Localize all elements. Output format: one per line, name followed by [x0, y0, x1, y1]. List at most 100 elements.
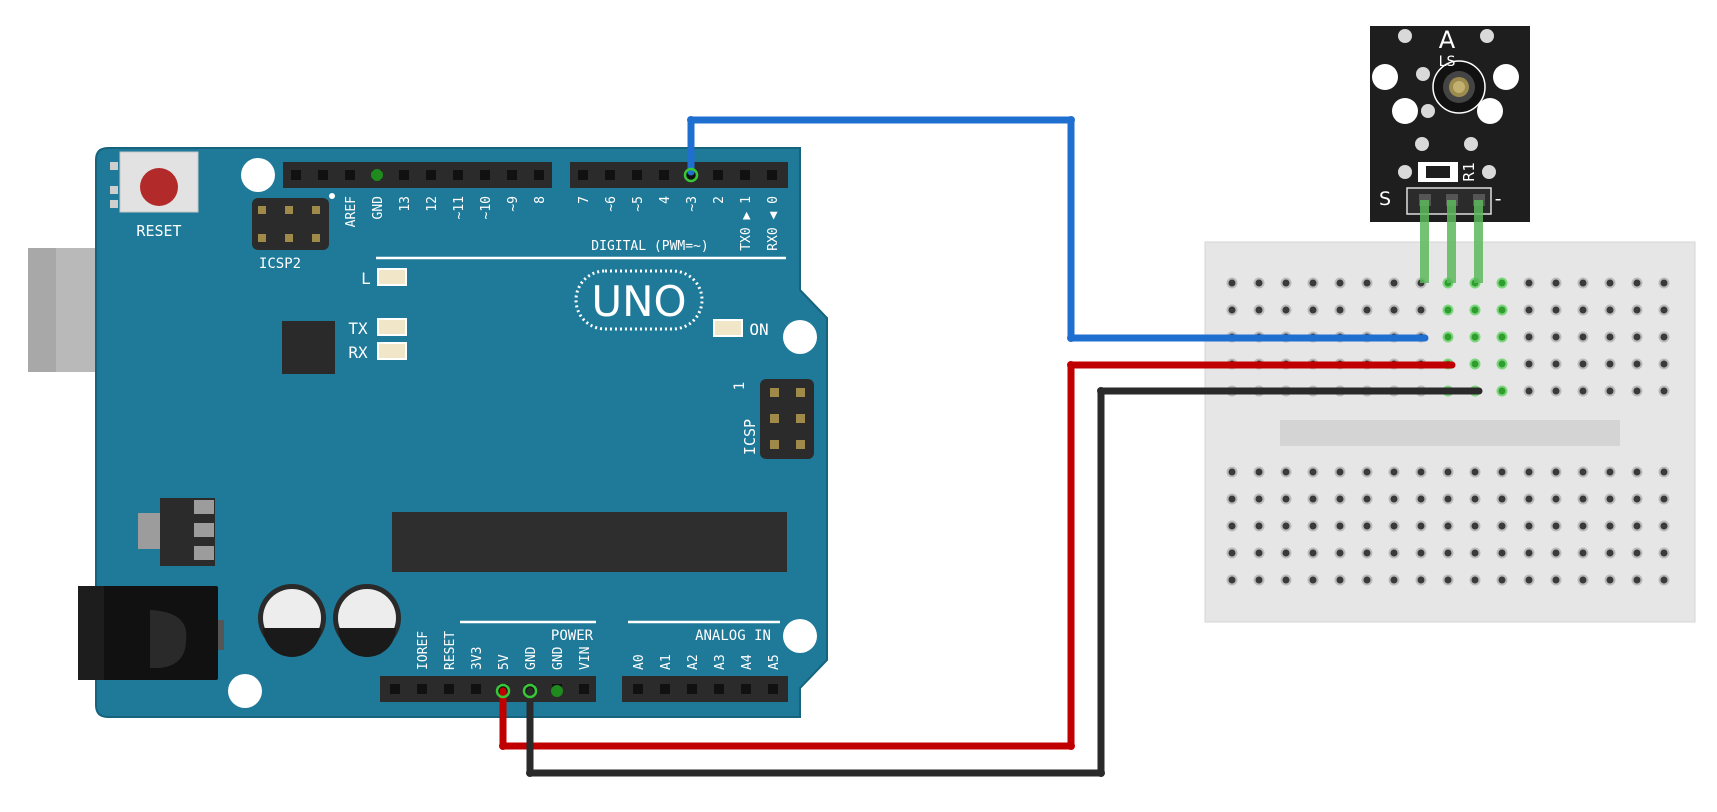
mounting-hole: [241, 158, 275, 192]
icsp-pin1-label: 1: [732, 382, 748, 390]
header-pin: [480, 170, 490, 180]
breadboard-hole: [1334, 574, 1346, 586]
header-pin: [507, 170, 517, 180]
digital-section-label: DIGITAL (PWM=~): [591, 239, 708, 254]
sensor-subtitle: LS: [1439, 54, 1456, 70]
breadboard-hole: [1658, 574, 1670, 586]
sensor-leg-signal: [1420, 200, 1429, 283]
digital-pin-label: ~5: [631, 196, 646, 212]
wire-ground[interactable]: [526, 387, 1483, 777]
breadboard-hole: [1226, 466, 1238, 478]
sensor-leg-ground: [1474, 200, 1483, 283]
mounting-hole: [783, 320, 817, 354]
resistor-label: R1: [1460, 162, 1478, 182]
led-tx-label: TX: [348, 319, 368, 338]
power-pin-label: IOREF: [416, 631, 431, 670]
breadboard-hole: [1658, 493, 1670, 505]
pin-gnd-connection: [522, 683, 538, 699]
breadboard-hole: [1334, 493, 1346, 505]
breadboard-hole: [1631, 304, 1643, 316]
ground-pin-label: -: [1495, 188, 1502, 210]
breadboard-hole: [1658, 385, 1670, 397]
power-pin-label: VIN: [578, 647, 593, 670]
digital-pin-label: ~10: [479, 196, 494, 219]
breadboard-hole: [1523, 520, 1535, 532]
analog-section-label: ANALOG IN: [695, 628, 771, 644]
breadboard-hole: [1361, 466, 1373, 478]
breadboard-hole: [1415, 466, 1427, 478]
header-pin: [578, 170, 588, 180]
breadboard-hole: [1226, 547, 1238, 559]
analog-pin-label: A1: [659, 654, 674, 670]
breadboard-hole: [1496, 520, 1508, 532]
breadboard-hole: [1631, 466, 1643, 478]
breadboard-hole: [1658, 520, 1670, 532]
microcontroller-chip: [392, 512, 787, 572]
breadboard-hole: [1253, 304, 1265, 316]
breadboard-hole: [1631, 331, 1643, 343]
header-pin: [426, 170, 436, 180]
breadboard-hole: [1307, 520, 1319, 532]
breadboard-hole: [1550, 358, 1562, 370]
breadboard-hole: [1334, 547, 1346, 559]
breadboard-hole: [1496, 574, 1508, 586]
digital-pin-label: 13: [398, 196, 413, 212]
breadboard-hole: [1604, 493, 1616, 505]
breadboard-hole: [1631, 520, 1643, 532]
breadboard-hole: [1577, 547, 1589, 559]
breadboard-hole: [1631, 574, 1643, 586]
breadboard-hole: [1604, 520, 1616, 532]
power-pin-label: RESET: [443, 631, 458, 670]
breadboard-hole: [1577, 520, 1589, 532]
sensor-module: A LS R1 S -: [1370, 26, 1530, 283]
breadboard-hole: [1253, 466, 1265, 478]
mounting-hole: [228, 674, 262, 708]
led-l: [377, 268, 407, 286]
breadboard-hole: [1604, 331, 1616, 343]
breadboard-hole: [1577, 574, 1589, 586]
analog-pin-label: A3: [713, 654, 728, 670]
mounting-hole: [783, 619, 817, 653]
breadboard-hole: [1550, 547, 1562, 559]
breadboard-hole: [1550, 385, 1562, 397]
reset-button[interactable]: [110, 151, 199, 213]
breadboard-hole: [1253, 547, 1265, 559]
dc-barrel-jack: [78, 586, 224, 680]
led-on-label: ON: [749, 320, 768, 339]
breadboard-hole: [1469, 304, 1481, 316]
digital-pin-label: RX0 ◀ 0: [766, 196, 781, 251]
wire-power[interactable]: [499, 361, 1456, 750]
breadboard-hole: [1415, 547, 1427, 559]
breadboard-hole: [1361, 574, 1373, 586]
buzzer-icon: [1432, 60, 1486, 114]
breadboard-hole: [1550, 277, 1562, 289]
breadboard-hole: [1442, 304, 1454, 316]
breadboard-hole: [1280, 277, 1292, 289]
breadboard-hole: [1577, 358, 1589, 370]
breadboard-hole: [1496, 466, 1508, 478]
header-pin: [444, 684, 454, 694]
wire-signal[interactable]: [687, 116, 1429, 342]
header-pin: [471, 684, 481, 694]
breadboard-hole: [1226, 304, 1238, 316]
pin-3-connection: [683, 167, 699, 183]
breadboard-hole: [1496, 331, 1508, 343]
header-pin: [687, 684, 697, 694]
breadboard-hole: [1442, 466, 1454, 478]
breadboard-hole: [1280, 547, 1292, 559]
breadboard-hole: [1469, 493, 1481, 505]
led-rx-label: RX: [348, 343, 368, 362]
pin-gnd-top-highlight: [371, 169, 383, 181]
breadboard-hole: [1469, 574, 1481, 586]
pin-5v-connection: [495, 683, 511, 699]
breadboard-hole: [1577, 331, 1589, 343]
breadboard-hole: [1631, 358, 1643, 370]
breadboard-hole: [1523, 493, 1535, 505]
digital-pin-label: ~9: [506, 196, 521, 212]
breadboard-hole: [1631, 385, 1643, 397]
analog-pin-label: A2: [686, 654, 701, 670]
header-pin: [291, 170, 301, 180]
breadboard-hole: [1550, 466, 1562, 478]
